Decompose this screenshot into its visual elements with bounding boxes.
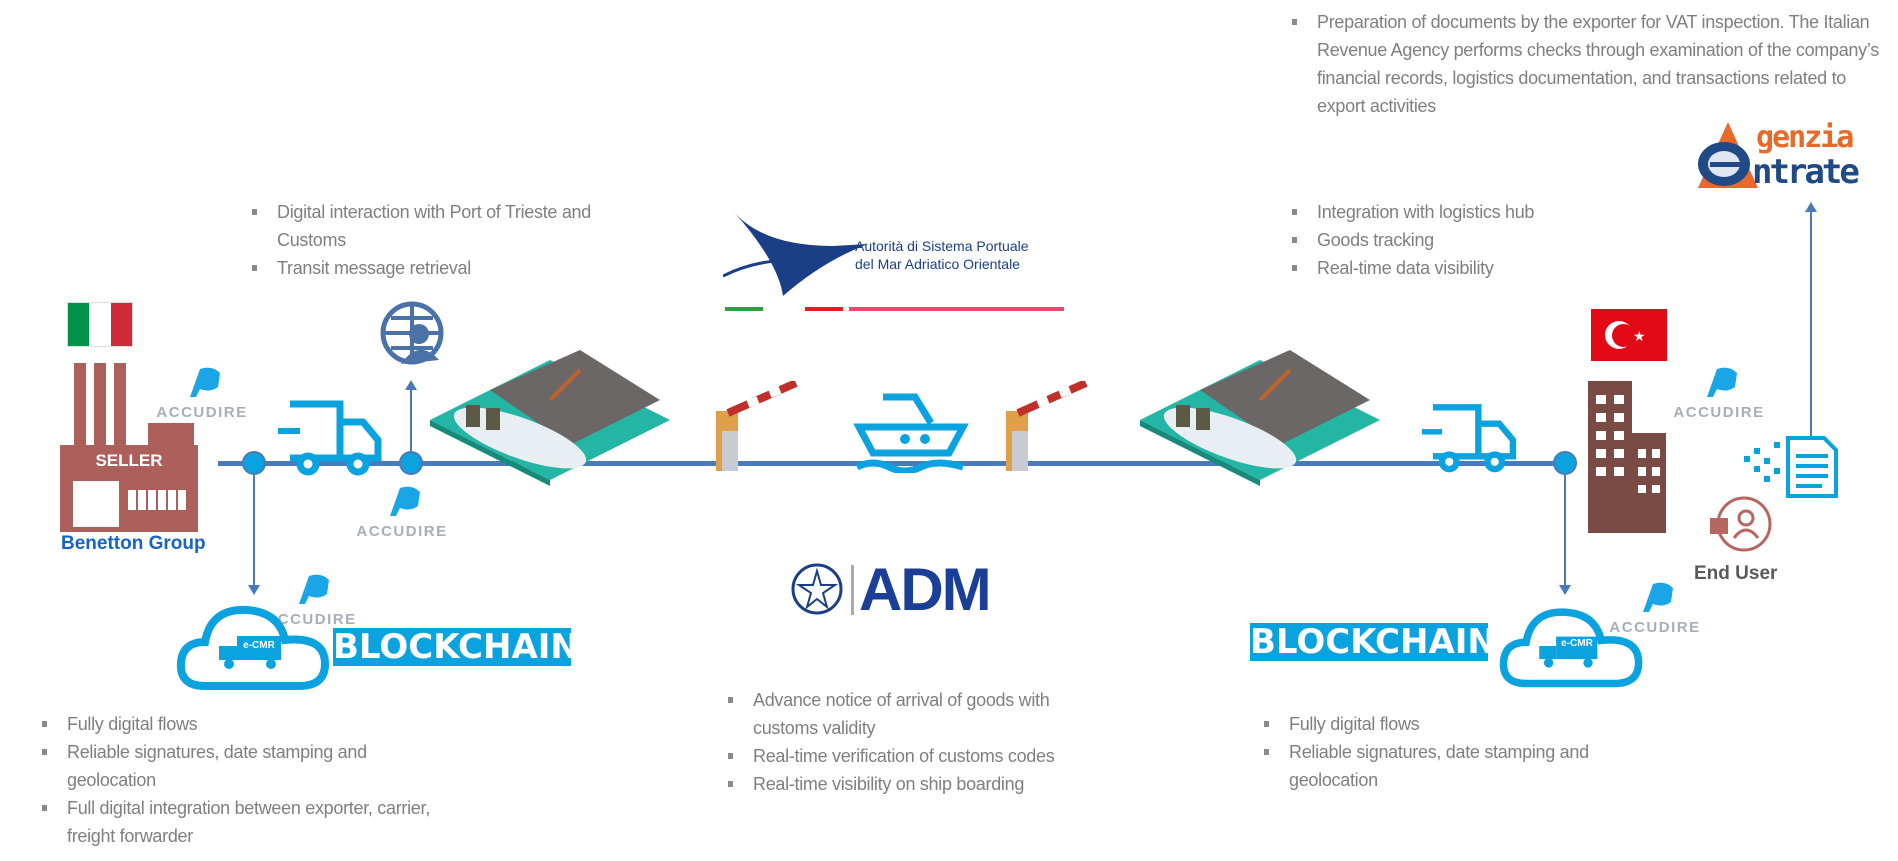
arrow-up-customs bbox=[410, 388, 412, 453]
italy-flag-icon bbox=[67, 302, 133, 347]
customs-barrier-icon bbox=[716, 381, 798, 471]
port-authority-name: Autorità di Sistema Portuale bbox=[855, 238, 1029, 254]
bullet: Real-time verification of customs codes bbox=[726, 742, 1096, 770]
cloud-icon bbox=[1499, 608, 1643, 688]
customs-barrier-icon bbox=[1006, 381, 1088, 471]
arrow-head-icon bbox=[248, 585, 260, 595]
seller-label: SELLER bbox=[95, 451, 163, 470]
agenzia-emblem-icon bbox=[1698, 122, 1758, 188]
bullet: Fully digital flows bbox=[1262, 710, 1682, 738]
digital-document-icon bbox=[1744, 436, 1838, 498]
arrow-down-blockchain bbox=[253, 475, 255, 587]
port-terminal-illustration bbox=[1140, 350, 1380, 486]
bullet: Full digital integration between exporte… bbox=[40, 794, 460, 850]
end-user-label: End User bbox=[1694, 563, 1778, 584]
accudire-logo: ACCUDIRE bbox=[347, 484, 457, 540]
blockchain-label: BLOCKCHAIN bbox=[1250, 622, 1496, 662]
ecmr-cloud: e-CMR bbox=[1498, 600, 1648, 692]
bullet: Fully digital flows bbox=[40, 710, 460, 738]
left-blockchain-notes: Fully digital flows Reliable signatures,… bbox=[40, 710, 460, 850]
bullet: Digital interaction with Port of Trieste… bbox=[250, 198, 600, 254]
accudire-rhino-icon bbox=[299, 574, 329, 604]
ecmr-label: e-CMR bbox=[1561, 638, 1593, 649]
vat-inspection-notes: Preparation of documents by the exporter… bbox=[1290, 8, 1890, 120]
turkey-flag-icon: ★ bbox=[1591, 309, 1667, 361]
cloud-icon bbox=[176, 605, 330, 690]
accudire-logo: ACCUDIRE bbox=[1600, 580, 1710, 636]
truck-icon bbox=[278, 400, 382, 476]
agenzia-entrate-logo: genzia ntrate bbox=[1688, 120, 1893, 192]
port-authority-emblem-icon bbox=[723, 211, 868, 296]
accudire-rhino-icon bbox=[190, 367, 220, 397]
logistics-hub-notes: Integration with logistics hub Goods tra… bbox=[1290, 198, 1690, 282]
bullet: Reliable signatures, date stamping and g… bbox=[40, 738, 460, 794]
flow-node bbox=[399, 451, 423, 475]
ecmr-label: e-CMR bbox=[243, 640, 275, 651]
company-name: Benetton Group bbox=[61, 533, 206, 554]
customs-notes: Advance notice of arrival of goods with … bbox=[726, 686, 1096, 798]
accudire-rhino-icon bbox=[1707, 367, 1737, 397]
bullet: Real-time data visibility bbox=[1290, 254, 1690, 282]
flow-line bbox=[218, 461, 1565, 466]
arrow-head-icon bbox=[1805, 202, 1817, 212]
end-user-icon bbox=[1710, 496, 1772, 552]
accudire-logo: ACCUDIRE bbox=[1664, 365, 1774, 421]
bullet: Transit message retrieval bbox=[250, 254, 600, 282]
blockchain-label: BLOCKCHAIN bbox=[333, 627, 579, 667]
bullet: Goods tracking bbox=[1290, 226, 1690, 254]
flag-stripe bbox=[805, 307, 843, 311]
arrow-down-blockchain bbox=[1564, 475, 1566, 587]
bullet: Reliable signatures, date stamping and g… bbox=[1262, 738, 1682, 794]
adm-logo: ADM bbox=[787, 556, 1012, 623]
bullet: Real-time visibility on ship boarding bbox=[726, 770, 1096, 798]
customs-officer-globe-icon bbox=[380, 301, 444, 365]
accudire-rhino-icon bbox=[390, 486, 420, 516]
port-terminal-illustration bbox=[430, 350, 670, 486]
seller-factory-icon: SELLER bbox=[58, 363, 218, 533]
flow-node bbox=[1553, 451, 1577, 475]
italian-emblem-icon bbox=[791, 563, 843, 615]
accudire-rhino-icon bbox=[1643, 582, 1673, 612]
ship-icon bbox=[853, 393, 969, 473]
bullet: Integration with logistics hub bbox=[1290, 198, 1690, 226]
arrow-head-icon bbox=[405, 380, 417, 390]
entrate-text: ntrate bbox=[1752, 152, 1860, 192]
flag-stripe bbox=[725, 307, 763, 311]
accudire-logo: ACCUDIRE bbox=[147, 365, 257, 421]
right-blockchain-notes: Fully digital flows Reliable signatures,… bbox=[1262, 710, 1682, 794]
accudire-logo: ACCUDIRE bbox=[256, 572, 366, 628]
office-building-icon bbox=[1588, 381, 1666, 533]
flag-stripe bbox=[849, 307, 1064, 311]
port-authority-name-2: del Mar Adriatico Orientale bbox=[855, 256, 1020, 272]
truck-icon bbox=[1422, 404, 1517, 473]
bullet: Preparation of documents by the exporter… bbox=[1290, 8, 1890, 120]
adm-text: ADM bbox=[859, 556, 992, 623]
bullet: Advance notice of arrival of goods with … bbox=[726, 686, 1096, 742]
port-notes: Digital interaction with Port of Trieste… bbox=[250, 198, 600, 282]
flow-node bbox=[242, 451, 266, 475]
arrow-up-agenzia bbox=[1810, 210, 1812, 436]
port-authority-logo: Autorità di Sistema Portuale del Mar Adr… bbox=[723, 206, 1068, 316]
agenzia-text: genzia bbox=[1756, 120, 1854, 155]
ecmr-cloud: e-CMR bbox=[175, 600, 335, 692]
arrow-head-icon bbox=[1559, 585, 1571, 595]
